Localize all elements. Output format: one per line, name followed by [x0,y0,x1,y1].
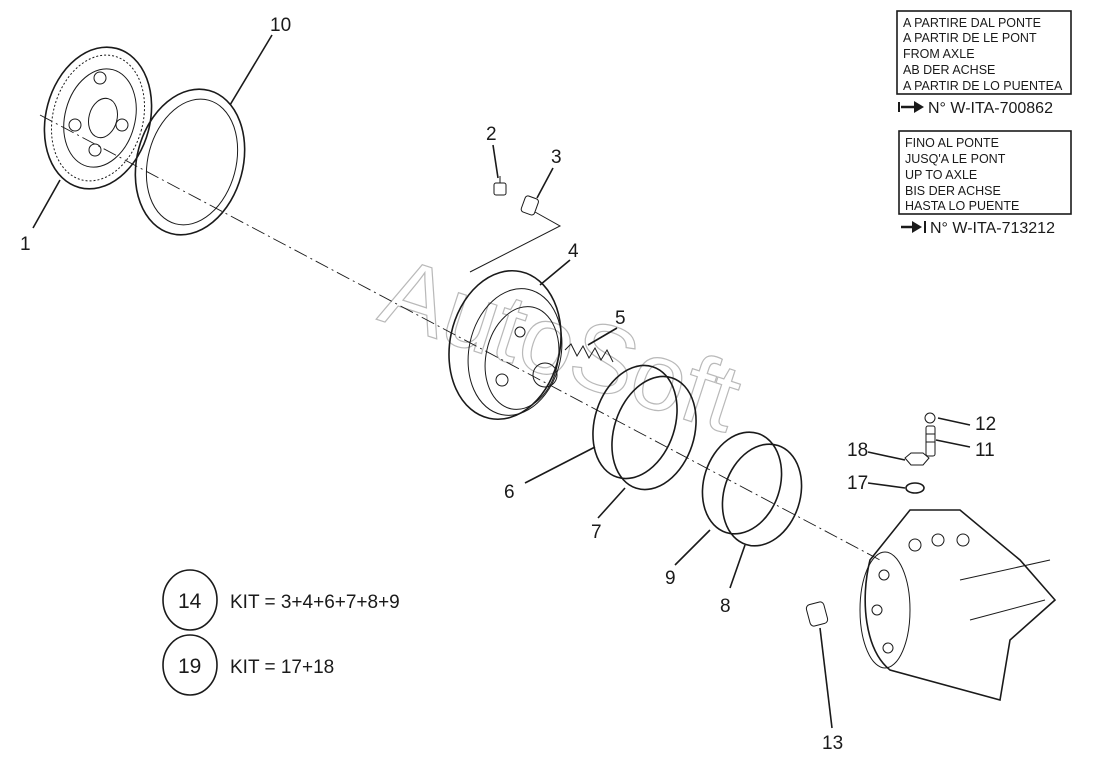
callout-1: 1 [20,234,31,255]
callout-4: 4 [568,241,579,262]
part-3-sleeve [469,195,562,273]
serial-up-to-number: N° W-ITA-713212 [930,220,1055,237]
serial-up-to-line: HASTA LO PUENTE [905,199,1019,213]
serial-from-line: A PARTIRE DAL PONTE [903,16,1041,30]
kit-number: 19 [178,655,201,678]
callout-8: 8 [720,596,731,617]
callout-numbers: 1 10 2 3 4 5 6 7 9 8 12 11 18 17 13 [20,15,996,754]
part-12-cap [924,412,936,424]
kit-number: 14 [178,590,202,613]
serial-from-line: FROM AXLE [903,47,975,61]
arrow-to-bar-icon [901,221,926,233]
center-axis-line [39,114,881,561]
serial-up-to-line: BIS DER ACHSE [905,184,1001,198]
serial-from-box: A PARTIRE DAL PONTE A PARTIR DE LE PONT … [896,10,1072,95]
part-10-separator-plate [134,88,246,236]
part-5-spring [564,343,614,363]
callout-13: 13 [822,733,843,754]
arrow-from-bar-icon [898,101,924,113]
part-11-bleeder-screw [925,425,936,457]
callout-11: 11 [975,440,995,461]
callout-5: 5 [615,308,626,329]
callout-2: 2 [486,124,497,145]
serial-from-line: A PARTIR DE LE PONT [903,31,1037,45]
callout-9: 9 [665,568,676,589]
kit-contents: KIT = 3+4+6+7+8+9 [230,592,400,613]
kit-legend-19: 19 KIT = 17+18 [162,634,334,696]
serial-from-line: AB DER ACHSE [903,63,995,77]
callout-18: 18 [847,440,868,461]
serial-from-number: N° W-ITA-700862 [928,100,1053,117]
serial-up-to-line: JUSQ'A LE PONT [905,152,1006,166]
serial-up-to-line: UP TO AXLE [905,168,977,182]
callout-17: 17 [847,473,868,494]
axle-housing [859,509,1057,702]
part-1-friction-disc [43,46,153,190]
callout-3: 3 [551,147,562,168]
part-2-bolt [493,176,507,196]
callout-7: 7 [591,522,602,543]
serial-up-to-box: FINO AL PONTE JUSQ'A LE PONT UP TO AXLE … [898,130,1072,215]
part-17-seal-ring [905,482,925,494]
part-6-o-ring [592,364,678,480]
part-4-piston-housing [448,269,563,421]
callout-10: 10 [270,15,291,36]
part-7-o-ring [611,375,697,491]
part-9-o-ring [701,431,783,535]
part-18-plug [904,452,930,466]
leader-lines [32,34,971,729]
serial-up-to-line: FINO AL PONTE [905,136,999,150]
kit-legend-14: 14 KIT = 3+4+6+7+8+9 [162,569,400,631]
callout-12: 12 [975,414,996,435]
serial-from-line: A PARTIR DE LO PUENTEA [903,79,1063,93]
part-13-bushing [805,601,829,627]
kit-contents: KIT = 17+18 [230,657,334,678]
callout-6: 6 [504,482,515,503]
part-8-o-ring [721,443,803,547]
